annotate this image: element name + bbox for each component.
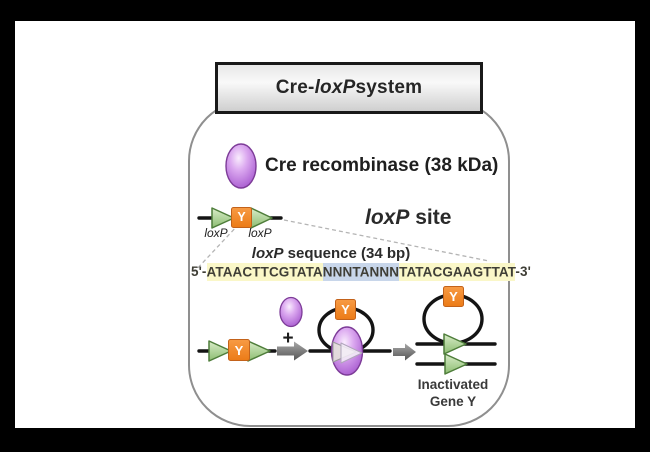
plus-sign: + <box>282 328 294 349</box>
gene-y-box: Y <box>335 299 356 320</box>
gene-y-box: Y <box>231 207 252 228</box>
loxp-site-heading: loxP site <box>365 206 451 230</box>
loxp-site-heading-post: site <box>409 206 452 229</box>
inactivated-gene-label-line1: Inactivated <box>417 377 489 392</box>
figure-panel: Cre-loxP system Cre recombinase (38 kDa)… <box>15 21 635 428</box>
loxp-label-left: loxP <box>204 226 228 240</box>
sequence-spacer: NNNTANNN <box>322 262 400 281</box>
loxp-site-heading-italic: loxP <box>365 206 410 229</box>
gene-y-letter: Y <box>341 302 350 317</box>
gene-y-letter: Y <box>449 289 458 304</box>
sequence-arm-right: TATACGAAGTTAT <box>399 262 516 281</box>
loxp-sequence-caption-italic: loxP <box>251 245 284 262</box>
gene-y-letter: Y <box>234 342 244 358</box>
title-box: Cre-loxP system <box>215 62 483 114</box>
sequence-prefix: 5'- <box>191 264 207 279</box>
sequence-suffix: -3' <box>515 264 531 279</box>
sequence-arm-left: ATAACTTCGTATA <box>206 262 323 281</box>
gene-y-box: Y <box>228 339 250 361</box>
title-text-post: system <box>355 77 423 98</box>
inactivated-gene-label: Inactivated Gene Y <box>407 377 499 411</box>
gene-y-box: Y <box>443 286 464 307</box>
title-text-pre: Cre- <box>275 77 315 98</box>
loxp-sequence-caption: loxP sequence (34 bp) <box>231 245 431 262</box>
loxp-label-right: loxP <box>248 226 272 240</box>
gene-y-letter: Y <box>237 210 246 225</box>
cre-recombinase-label: Cre recombinase (38 kDa) <box>265 155 499 176</box>
inactivated-gene-label-line2: Gene Y <box>429 393 477 409</box>
loxp-sequence-caption-post: sequence (34 bp) <box>283 245 411 262</box>
loxp-sequence: 5'-ATAACTTCGTATANNNTANNNTATACGAAGTTAT-3' <box>191 262 531 281</box>
title-text-italic: loxP <box>314 77 356 98</box>
